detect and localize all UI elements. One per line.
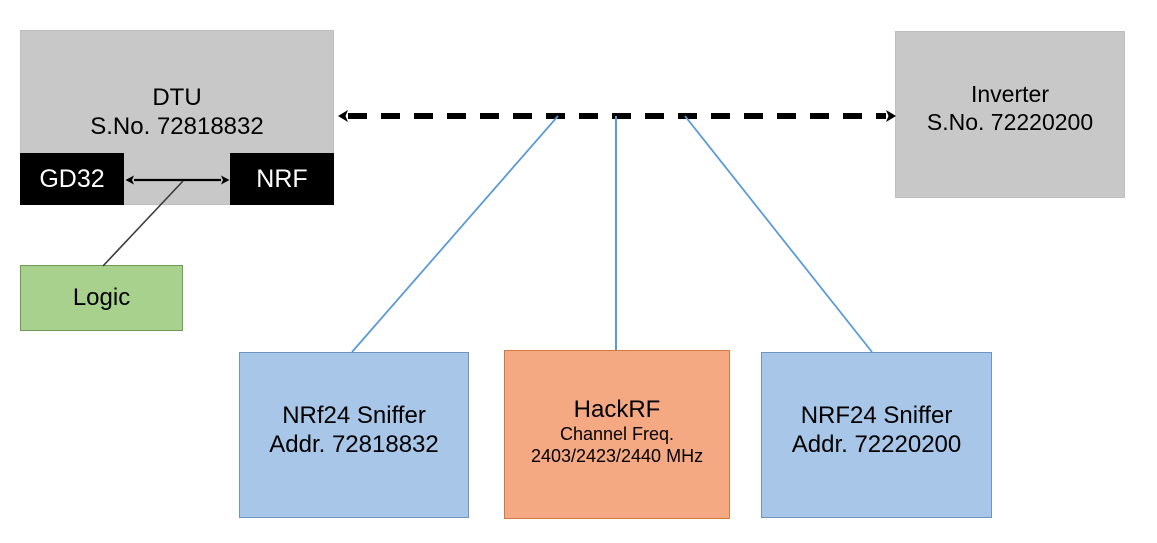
sniffer-right-label: NRF24 Sniffer (800, 402, 953, 429)
nrf24-sniffer-right-node[interactable]: NRF24 Sniffer Addr. 72220200 (761, 352, 992, 518)
sniffer-left-tap (351, 115, 559, 353)
logic-label: Logic (72, 284, 131, 312)
nrf24-sniffer-left-node[interactable]: NRf24 Sniffer Addr. 72818832 (239, 352, 469, 518)
hackrf-channel-label: Channel Freq. (559, 424, 675, 445)
hackrf-frequencies: 2403/2423/2440 MHz (530, 446, 704, 467)
sniffer-left-label: NRf24 Sniffer (282, 402, 426, 429)
nrf-label: NRF (256, 164, 308, 193)
hackrf-node[interactable]: HackRF Channel Freq. 2403/2423/2440 MHz (504, 350, 730, 519)
inverter-node[interactable]: Inverter S.No. 72220200 (895, 31, 1125, 198)
inverter-label: Inverter (971, 81, 1049, 107)
nrf-node[interactable]: NRF (230, 153, 334, 205)
logic-analyzer-node[interactable]: Logic (20, 265, 183, 331)
gd32-node[interactable]: GD32 (20, 153, 124, 205)
inverter-serial: S.No. 72220200 (926, 109, 1094, 136)
dtu-label: DTU (152, 84, 202, 111)
sniffer-right-tap (684, 115, 873, 353)
hackrf-label: HackRF (573, 396, 661, 423)
sniffer-left-address: Addr. 72818832 (269, 431, 439, 459)
dtu-serial: S.No. 72818832 (90, 113, 264, 141)
sniffer-right-address: Addr. 72220200 (791, 431, 962, 459)
gd32-label: GD32 (39, 164, 105, 193)
